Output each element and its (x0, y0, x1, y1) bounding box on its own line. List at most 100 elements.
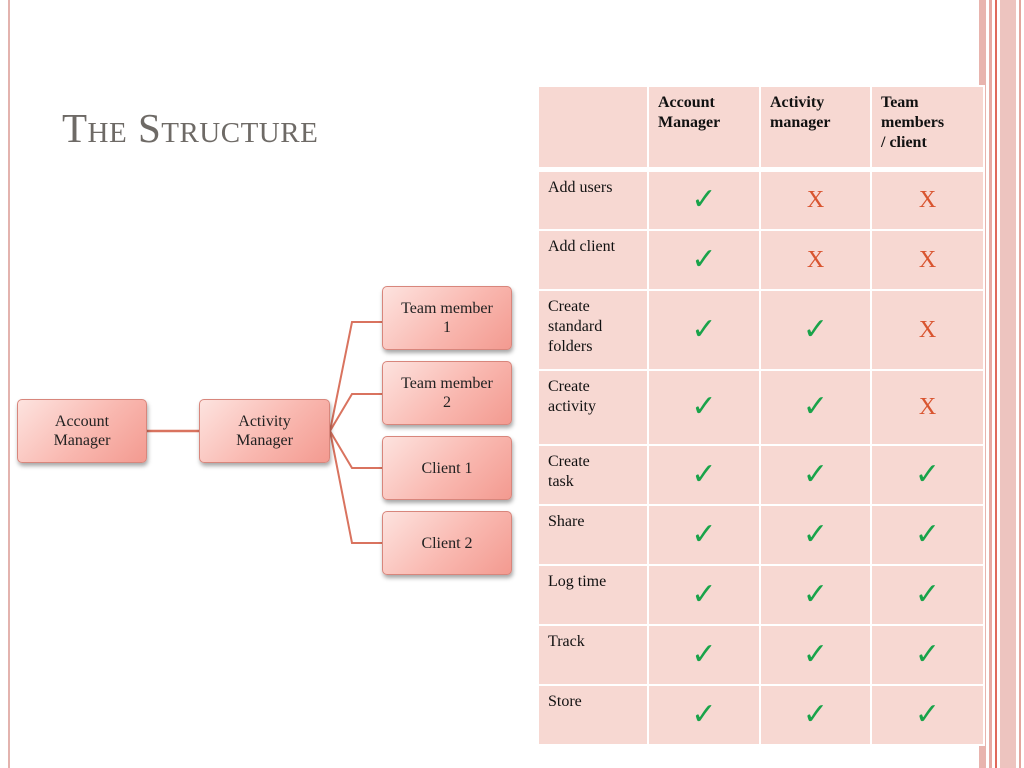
check-icon: ✓ (691, 311, 717, 347)
permission-cell: ✓ (647, 443, 761, 506)
check-icon: ✓ (691, 696, 717, 732)
table-row: Create task ✓ ✓ ✓ (537, 443, 985, 506)
check-icon: ✓ (802, 456, 829, 492)
column-header: Team members / client (870, 85, 985, 172)
permission-cell: ✓ (870, 503, 985, 566)
check-icon: ✓ (802, 636, 829, 672)
cross-mark: X (918, 316, 937, 343)
check-icon: ✓ (914, 636, 941, 672)
check-icon: ✓ (802, 576, 829, 612)
check-icon: ✓ (691, 241, 717, 277)
permission-cell: ✓ (759, 563, 872, 626)
permission-cell: ✓ (647, 168, 761, 231)
permission-cell: ✓ (647, 288, 761, 371)
table-header-row: Account Manager Activity manager Team me… (537, 85, 985, 172)
cross-mark: X (918, 187, 937, 214)
permission-cell: ✓ (759, 443, 872, 506)
right-border-stripe (1000, 0, 1016, 768)
permission-cell: ✓ (870, 563, 985, 626)
row-label: Create standard folders (537, 288, 649, 371)
node-client-2: Client 2 (382, 511, 512, 575)
check-icon: ✓ (691, 576, 717, 612)
node-label: Account Manager (53, 413, 111, 449)
permission-cell: ✓ (759, 368, 872, 446)
node-team-member-2: Team member 2 (382, 361, 512, 425)
connector-middle-child-4 (329, 430, 382, 544)
check-icon: ✓ (914, 456, 941, 492)
check-icon: ✓ (691, 636, 717, 672)
permission-cell: ✓ (870, 683, 985, 746)
connector-middle-child-1 (329, 321, 382, 432)
check-icon: ✓ (802, 516, 829, 552)
table-row: Add users ✓ X X (537, 168, 985, 231)
permission-cell: X (870, 168, 985, 231)
connector-middle-child-3 (329, 430, 382, 469)
node-label: Team member 1 (401, 300, 493, 336)
permission-cell: X (870, 228, 985, 291)
check-icon: ✓ (802, 311, 829, 347)
check-icon: ✓ (691, 456, 717, 492)
row-label: Store (537, 683, 649, 746)
row-label: Create activity (537, 368, 649, 446)
check-icon: ✓ (914, 576, 941, 612)
row-label: Add users (537, 168, 649, 231)
permission-cell: ✓ (647, 683, 761, 746)
row-label: Log time (537, 563, 649, 626)
table-row: Add client ✓ X X (537, 228, 985, 291)
node-label: Team member 2 (401, 375, 493, 411)
node-account-manager: Account Manager (17, 399, 147, 463)
row-label: Add client (537, 228, 649, 291)
table-row: Log time ✓ ✓ ✓ (537, 563, 985, 626)
node-team-member-1: Team member 1 (382, 286, 512, 350)
node-label: Activity Manager (236, 413, 293, 449)
permission-cell: ✓ (647, 503, 761, 566)
check-icon: ✓ (691, 182, 717, 218)
permission-cell: ✓ (870, 623, 985, 686)
check-icon: ✓ (802, 696, 829, 732)
permission-cell: ✓ (647, 623, 761, 686)
column-header: Account Manager (647, 85, 761, 172)
permission-cell: ✓ (759, 683, 872, 746)
check-icon: ✓ (914, 696, 941, 732)
node-activity-manager: Activity Manager (199, 399, 330, 463)
permission-cell: ✓ (870, 443, 985, 506)
permission-cell: ✓ (647, 228, 761, 291)
table-row: Create activity ✓ ✓ X (537, 368, 985, 446)
check-icon: ✓ (691, 516, 717, 552)
cross-mark: X (918, 394, 937, 420)
slide-title: The Structure (62, 105, 319, 151)
row-label: Track (537, 623, 649, 686)
connector-middle-child-2 (329, 393, 382, 432)
check-icon: ✓ (802, 389, 829, 424)
table-row: Store ✓ ✓ ✓ (537, 683, 985, 746)
hierarchy-diagram: Account Manager Activity Manager Team me… (17, 286, 512, 575)
permission-cell: ✓ (759, 288, 872, 371)
left-border-rule (8, 0, 10, 768)
check-icon: ✓ (691, 389, 717, 424)
right-border-stripe (989, 0, 992, 768)
node-client-1: Client 1 (382, 436, 512, 500)
check-icon: ✓ (914, 516, 941, 552)
right-border-stripe (995, 0, 997, 768)
column-header (537, 85, 649, 172)
node-label: Client 2 (421, 534, 473, 552)
table-row: Share ✓ ✓ ✓ (537, 503, 985, 566)
permission-cell: X (870, 288, 985, 371)
permission-cell: X (759, 168, 872, 231)
permission-cell: X (870, 368, 985, 446)
cross-mark: X (918, 246, 937, 273)
node-label: Client 1 (421, 459, 473, 477)
row-label: Create task (537, 443, 649, 506)
permissions-table: Account Manager Activity manager Team me… (537, 85, 985, 746)
permission-cell: ✓ (647, 368, 761, 446)
cross-mark: X (806, 246, 825, 273)
right-border-stripe (1019, 0, 1021, 768)
table-row: Create standard folders ✓ ✓ X (537, 288, 985, 371)
permission-cell: ✓ (759, 503, 872, 566)
connector-lines (147, 321, 382, 544)
table-row: Track ✓ ✓ ✓ (537, 623, 985, 686)
row-label: Share (537, 503, 649, 566)
permission-cell: X (759, 228, 872, 291)
permission-cell: ✓ (647, 563, 761, 626)
